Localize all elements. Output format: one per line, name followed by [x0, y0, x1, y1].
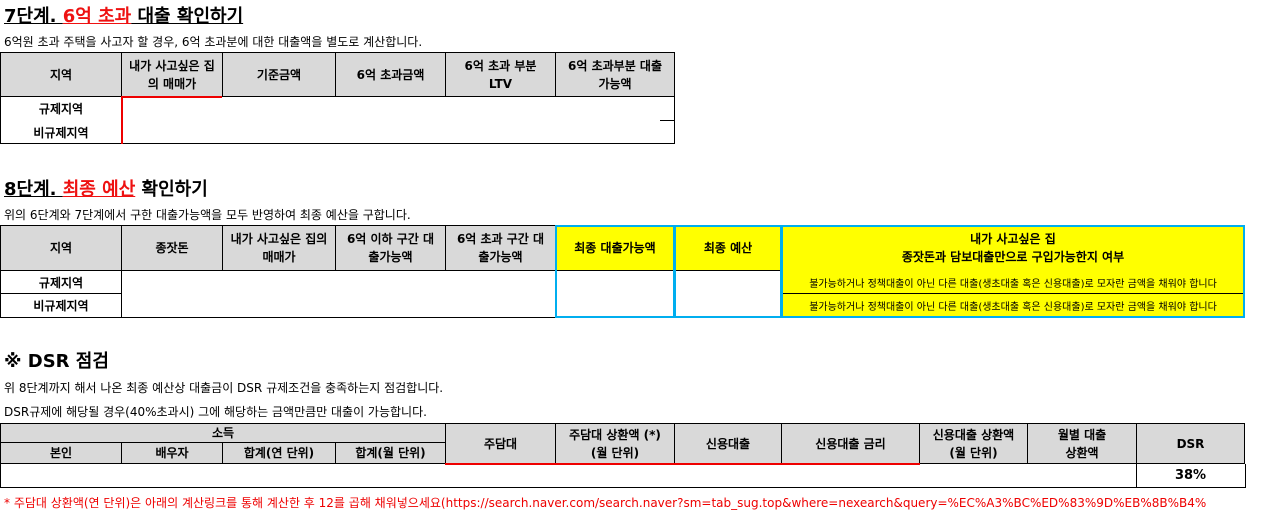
- step7-price-input-marker: [121, 96, 123, 144]
- step7-header-price: 내가 사고싶은 집의 매매가: [121, 52, 223, 97]
- step8-border-col1: [121, 270, 122, 318]
- step7-border-bottom: [0, 143, 675, 144]
- step7-header-region: 지역: [0, 52, 122, 97]
- step7-title: 7단계. 6억 초과 대출 확인하기: [4, 6, 244, 27]
- dsr-header-sum-year: 합계(연 단위): [222, 442, 336, 464]
- step7-tick: [660, 120, 674, 121]
- step8-result-unregulated: 불가능하거나 정책대출이 아닌 다른 대출(생초대출 혹은 신용대출)로 모자란…: [781, 293, 1245, 317]
- dsr-credit-input-marker: [674, 463, 920, 465]
- step7-row-regulated: 규제지역: [38, 102, 84, 116]
- dsr-header-credit-rate: 신용대출 금리: [781, 423, 920, 464]
- dsr-border-right: [1245, 464, 1246, 488]
- dsr-header-mortgage: 주담대: [445, 423, 556, 464]
- step8-header-under6: 6억 이하 구간 대출가능액: [335, 225, 446, 271]
- step8-header-final-loan: 최종 대출가능액: [555, 225, 675, 271]
- step7-header-base: 기준금액: [222, 52, 336, 97]
- step8-header-over6: 6억 초과 구간 대출가능액: [445, 225, 556, 271]
- dsr-border-dsr-left: [1136, 464, 1137, 488]
- dsr-title: ※ DSR 점검: [4, 351, 109, 372]
- step7-header-excess: 6억 초과금액: [335, 52, 446, 97]
- dsr-header-dsr: DSR: [1136, 423, 1245, 464]
- dsr-description-2: DSR규제에 해당될 경우(40%초과시) 그에 해당하는 금액만큼만 대출이 …: [4, 405, 427, 419]
- step8-row-regulated: 규제지역: [38, 275, 84, 290]
- footer-note: * 주담대 상환액(연 단위)은 아래의 계산링크를 통해 계산한 후 12를 …: [4, 496, 1207, 510]
- step7-row-unregulated: 비규제지역: [33, 125, 89, 140]
- dsr-header-monthly-repay: 월별 대출 상환액: [1027, 423, 1137, 464]
- dsr-header-income: 소득: [0, 423, 446, 443]
- dsr-header-mortgage-repay: 주담대 상환액 (*) (월 단위): [555, 423, 675, 464]
- step8-title: 8단계. 최종 예산 확인하기: [4, 179, 208, 200]
- dsr-header-sum-month: 합계(월 단위): [335, 442, 446, 464]
- step8-description: 위의 6단계와 7단계에서 구한 대출가능액을 모두 반영하여 최종 예산을 구…: [4, 208, 411, 222]
- step8-header-final-budget: 최종 예산: [674, 225, 782, 271]
- step8-border-left: [0, 270, 1, 318]
- step7-header-loan: 6억 초과부분 대출가능액: [555, 52, 675, 97]
- dsr-description-1: 위 8단계까지 해서 나온 최종 예산상 대출금이 DSR 규제조건을 충족하는…: [4, 381, 444, 395]
- step8-header-purchasable: 내가 사고싶은 집 종잣돈과 담보대출만으로 구입가능한지 여부: [781, 225, 1245, 271]
- step8-border-bottom: [0, 317, 556, 318]
- step8-border-row: [0, 293, 122, 294]
- dsr-border-bottom: [0, 487, 1246, 488]
- step8-border-result-row: [781, 293, 1245, 294]
- step7-border-right: [674, 97, 675, 144]
- step8-header-region: 지역: [0, 225, 122, 271]
- step7-border-left: [0, 97, 1, 144]
- step8-result-regulated: 불가능하거나 정책대출이 아닌 다른 대출(생초대출 혹은 신용대출)로 모자란…: [781, 270, 1245, 294]
- step8-header-seed: 종잣돈: [121, 225, 223, 271]
- step8-row-unregulated: 비규제지역: [33, 298, 89, 313]
- dsr-border-left: [0, 464, 1, 488]
- dsr-header-self: 본인: [0, 442, 122, 464]
- dsr-header-credit-repay: 신용대출 상환액 (월 단위): [919, 423, 1028, 464]
- dsr-header-credit: 신용대출: [674, 423, 782, 464]
- dsr-header-spouse: 배우자: [121, 442, 223, 464]
- dsr-value: 38%: [1174, 468, 1207, 483]
- step7-header-ltv: 6억 초과 부분 LTV: [445, 52, 556, 97]
- dsr-mortgage-input-marker: [445, 463, 675, 465]
- step7-price-input-marker-top: [121, 96, 222, 98]
- step8-header-price: 내가 사고싶은 집의 매매가: [222, 225, 336, 271]
- step7-description: 6억원 초과 주택을 사고자 할 경우, 6억 초과분에 대한 대출액을 별도로…: [4, 35, 423, 49]
